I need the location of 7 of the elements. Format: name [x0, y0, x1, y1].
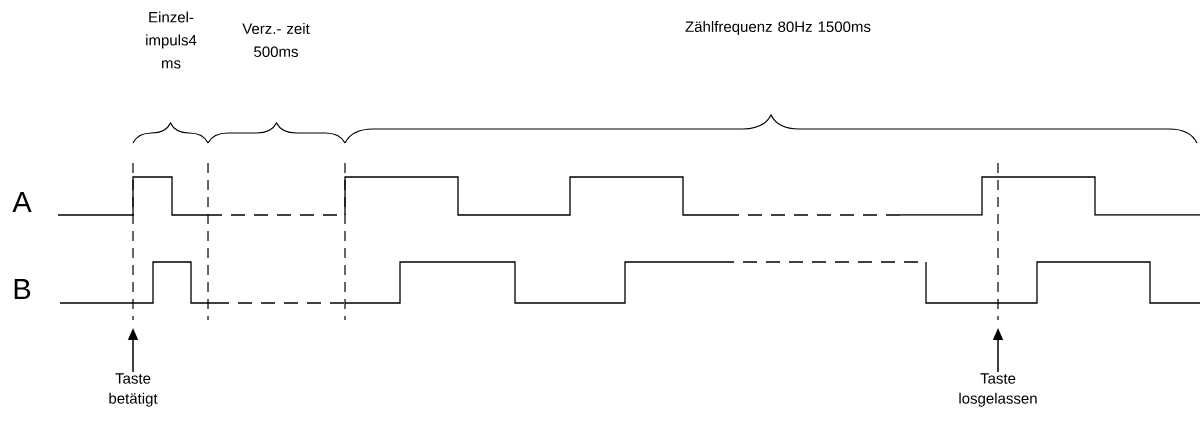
brace-label: Zählfrequenz 80Hz 1500ms: [685, 21, 871, 35]
signal-name: B: [14, 279, 31, 299]
signal-name: A: [12, 192, 32, 212]
event-label: Taste betätigt: [109, 373, 158, 407]
brace-label: Einzel- impuls4 ms: [146, 11, 197, 69]
event-label: Taste losgelassen: [959, 373, 1037, 407]
brace-label: Verz.- zeit 500ms: [242, 23, 310, 57]
